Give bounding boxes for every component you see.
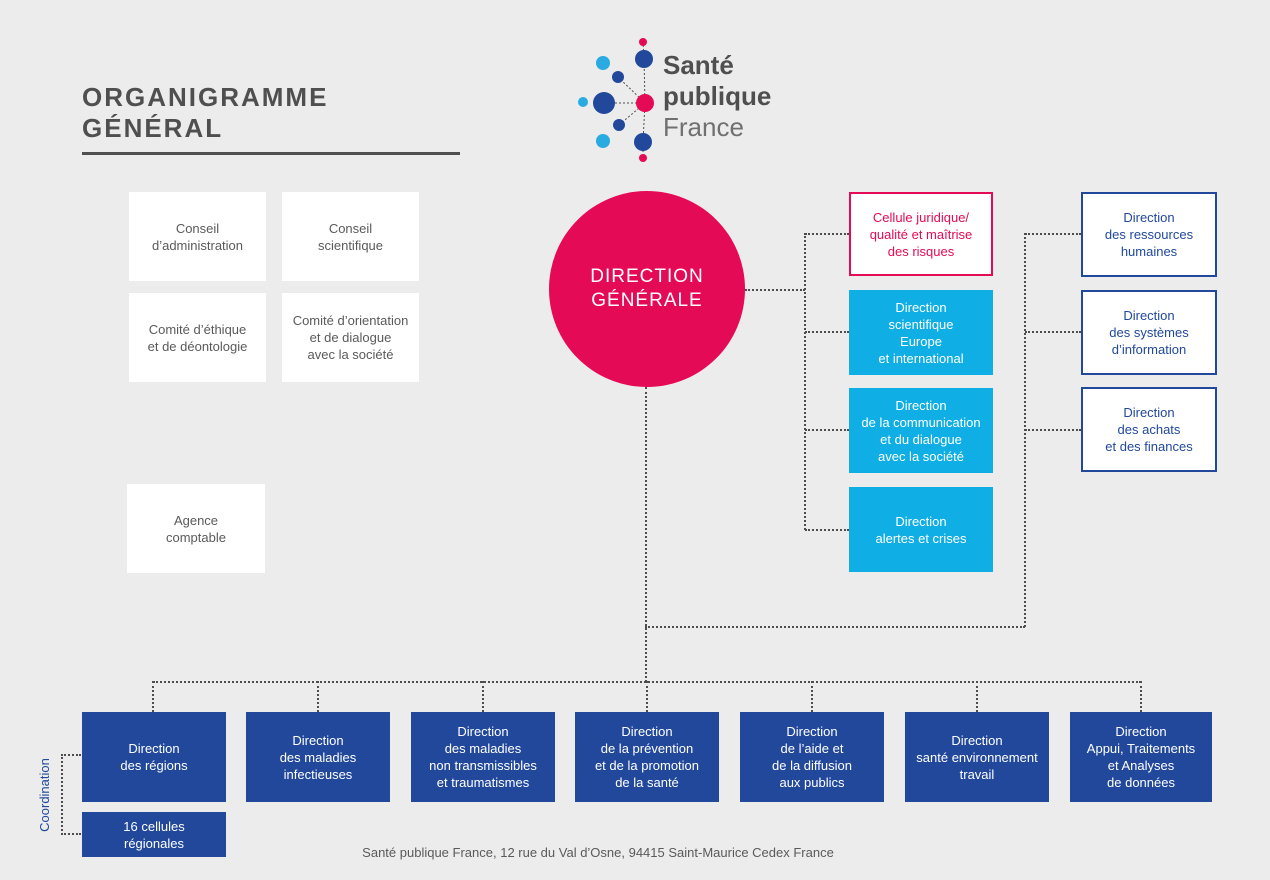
box-direction-communication: Direction de la communication et du dial… (849, 388, 993, 473)
dotted-connector (805, 429, 849, 431)
dotted-connector (645, 387, 647, 682)
dotted-connector (805, 529, 849, 531)
box-conseil-scientifique: Conseil scientifique (282, 192, 419, 281)
dotted-connector (1140, 681, 1142, 712)
logo-word-sante: Santé (663, 50, 734, 80)
dotted-connector (976, 681, 978, 712)
page-title: ORGANIGRAMME GÉNÉRAL (82, 82, 460, 155)
box-direction-scientifique: Direction scientifique Europe et interna… (849, 290, 993, 375)
dotted-connector (1025, 429, 1081, 431)
box-direction-ressources-humaines: Direction des ressources humaines (1081, 192, 1217, 277)
box-cellules-regionales: 16 cellules régionales (82, 812, 226, 857)
dotted-connector (61, 754, 81, 756)
dotted-connector (317, 681, 319, 712)
dotted-connector (811, 681, 813, 712)
logo-word-france: France (663, 112, 744, 142)
box-direction-prevention-promotion: Direction de la prévention et de la prom… (575, 712, 719, 802)
box-direction-appui-traitements: Direction Appui, Traitements et Analyses… (1070, 712, 1212, 802)
box-comite-ethique: Comité d’éthique et de déontologie (129, 293, 266, 382)
dotted-connector (805, 233, 849, 235)
dotted-connector (152, 681, 154, 712)
direction-generale-circle: DIRECTION GÉNÉRALE (549, 191, 745, 387)
box-direction-systemes-information: Direction des systèmes d’information (1081, 290, 1217, 375)
box-cellule-juridique: Cellule juridique/ qualité et maîtrise d… (849, 192, 993, 276)
dotted-connector (61, 754, 63, 835)
dotted-connector (1025, 331, 1081, 333)
box-comite-orientation: Comité d’orientation et de dialogue avec… (282, 293, 419, 382)
dotted-connector (646, 681, 648, 712)
logo-word-publique: publique (663, 81, 772, 111)
dotted-connector (1025, 233, 1081, 235)
box-direction-maladies-infectieuses: Direction des maladies infectieuses (246, 712, 390, 802)
box-conseil-administration: Conseil d’administration (129, 192, 266, 281)
box-direction-achats-finances: Direction des achats et des finances (1081, 387, 1217, 472)
sante-publique-france-logo-icon (578, 38, 654, 162)
box-direction-aide-diffusion: Direction de l’aide et de la diffusion a… (740, 712, 884, 802)
dotted-connector (745, 289, 805, 291)
dotted-connector (61, 833, 81, 835)
dotted-connector (482, 681, 484, 712)
address-footer: Santé publique France, 12 rue du Val d’O… (362, 845, 834, 860)
box-direction-maladies-non-transmissibles: Direction des maladies non transmissible… (411, 712, 555, 802)
dotted-connector (804, 233, 806, 530)
box-direction-alertes-crises: Direction alertes et crises (849, 487, 993, 572)
dotted-connector (645, 626, 1025, 628)
dotted-connector (805, 331, 849, 333)
box-direction-sante-environnement: Direction santé environnement travail (905, 712, 1049, 802)
box-direction-regions: Direction des régions (82, 712, 226, 802)
sante-publique-france-wordmark: Santé publique France (663, 50, 771, 143)
box-agence-comptable: Agence comptable (127, 484, 265, 573)
coordination-label: Coordination (37, 758, 52, 832)
